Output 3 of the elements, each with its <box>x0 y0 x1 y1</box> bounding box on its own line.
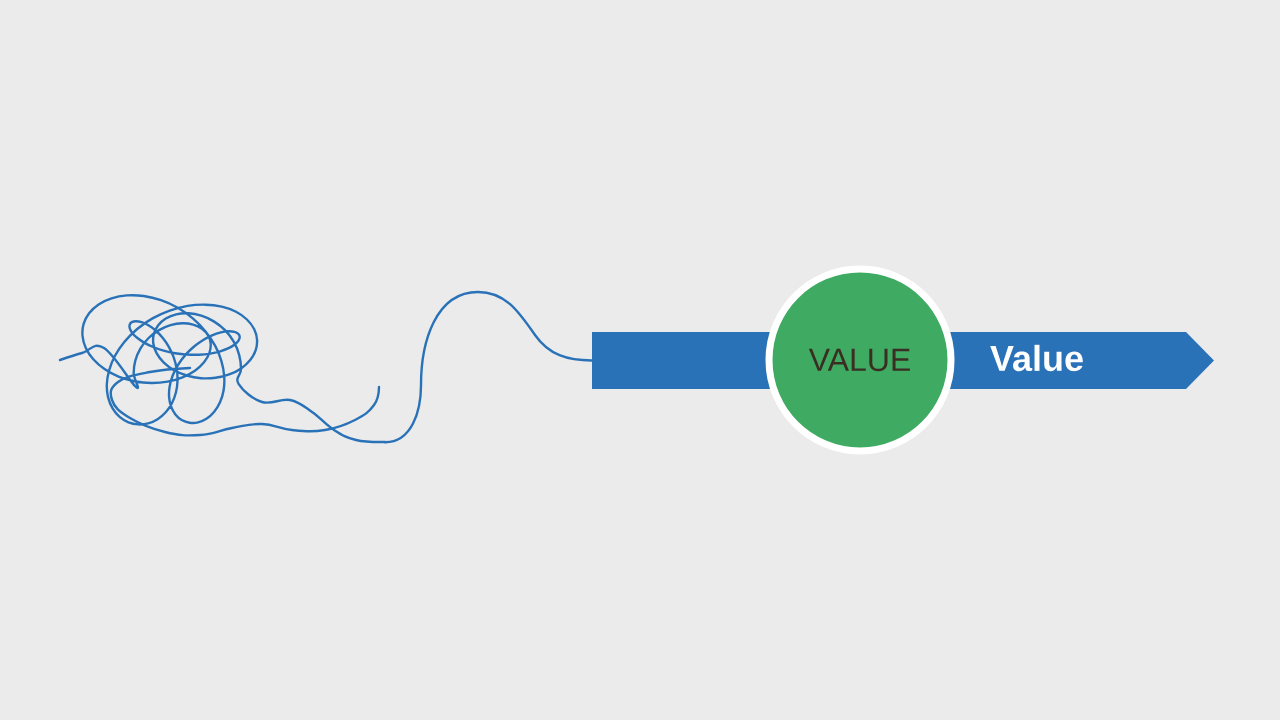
tangled-thread <box>58 293 387 444</box>
circle-badge: VALUE <box>765 265 955 455</box>
curved-line <box>384 290 593 444</box>
